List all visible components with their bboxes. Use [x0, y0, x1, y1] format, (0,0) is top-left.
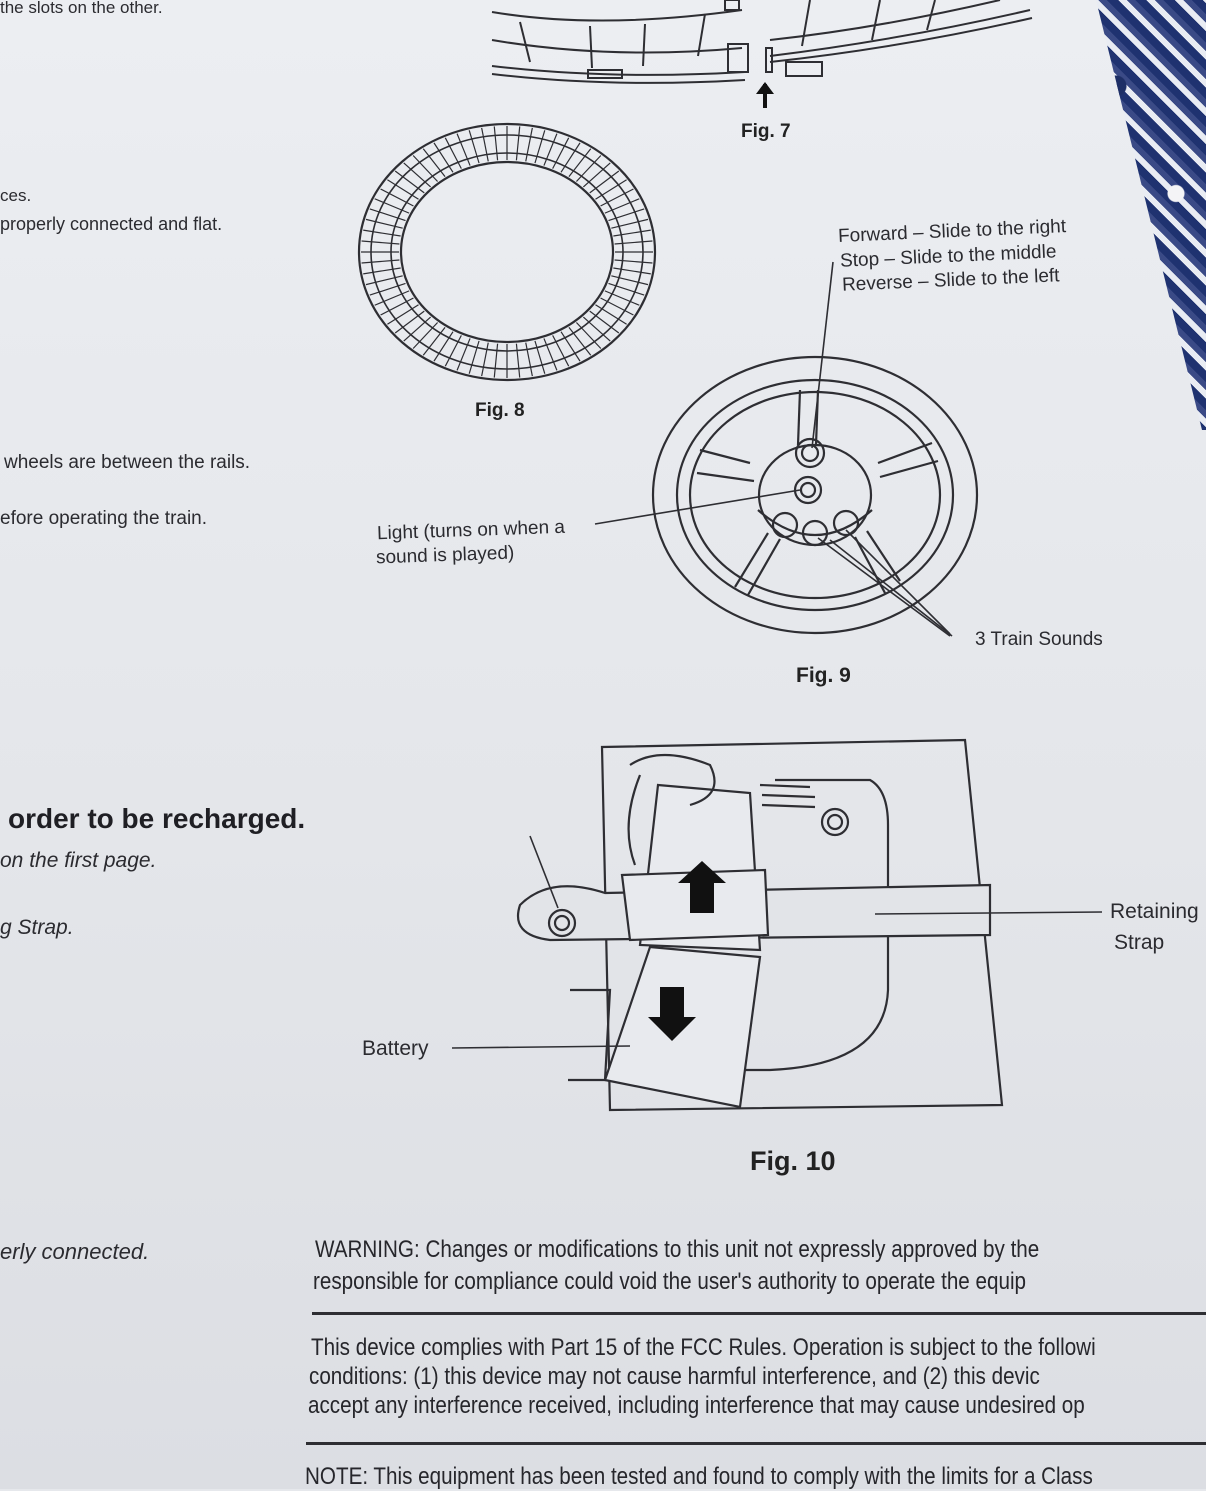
fig8-circle-track-drawing [357, 122, 657, 382]
text-pieces-line: ces. [0, 186, 32, 205]
fcc-line3: accept any interference received, includ… [308, 1392, 1085, 1419]
text-strap-line: g Strap. [0, 916, 74, 939]
fig7-label: Fig. 7 [741, 121, 791, 142]
callout-battery: Battery [362, 1037, 429, 1060]
recharge-heading: order to be recharged. [8, 803, 306, 834]
text-connected-flat-line: properly connected and flat. [0, 214, 223, 234]
text-erly-connected-line: erly connected. [0, 1239, 150, 1264]
fig9-label: Fig. 9 [796, 664, 851, 687]
divider-2 [306, 1442, 1206, 1445]
text-before-operating-line: efore operating the train. [0, 508, 208, 529]
callout-train-sounds: 3 Train Sounds [975, 629, 1103, 650]
text-wheels-line: wheels are between the rails. [4, 452, 251, 473]
fig8-label: Fig. 8 [475, 400, 525, 421]
callout-retaining-line1: Retaining [1110, 900, 1199, 923]
warning-line2: responsible for compliance could void th… [313, 1268, 1027, 1295]
fcc-line1: This device complies with Part 15 of the… [311, 1334, 1096, 1361]
fig10-battery-drawing [517, 738, 1004, 1112]
callout-retaining-line2: Strap [1114, 931, 1165, 954]
fig7-track-drawing [491, 0, 1033, 108]
warning-line1: WARNING: Changes or modifications to thi… [315, 1236, 1040, 1263]
text-first-page-line: on the first page. [0, 849, 157, 872]
fig10-label: Fig. 10 [750, 1146, 836, 1176]
divider-1 [312, 1312, 1206, 1315]
fcc-line2: conditions: (1) this device may not caus… [309, 1363, 1040, 1390]
text-slots-line: the slots on the other. [0, 0, 163, 17]
note-line1: NOTE: This equipment has been tested and… [305, 1463, 1093, 1490]
